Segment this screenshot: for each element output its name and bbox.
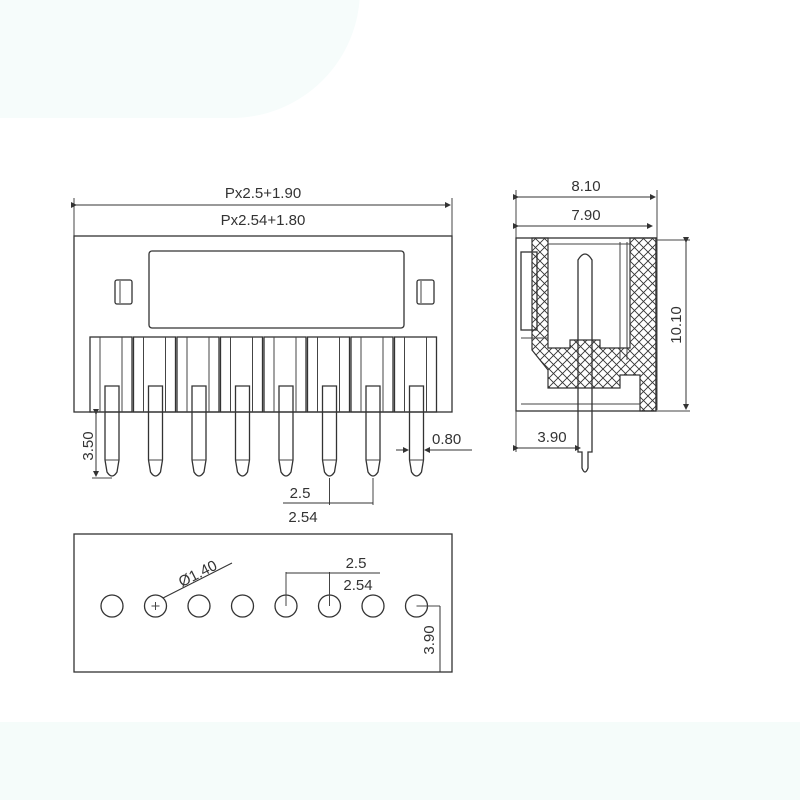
side-pin	[577, 253, 593, 473]
row-offset-label: 3.90	[421, 625, 438, 654]
pcb-pitch-dimension: 2.5 2.54	[285, 555, 380, 606]
latch-right	[416, 279, 435, 305]
hole-diameter-dimension: Ø1.40	[162, 557, 233, 599]
pcb-pitch-label-2: 2.54	[343, 577, 372, 594]
overall-width-dimension: Px2.5+1.90 Px2.54+1.80	[71, 185, 453, 236]
pin-slots	[89, 336, 438, 413]
front-view: Px2.5+1.90 Px2.54+1.80	[71, 185, 472, 526]
pin-offset-label: 3.90	[537, 429, 566, 446]
pcb-pitch-label-1: 2.5	[346, 555, 367, 572]
depth-label-2: 7.90	[571, 207, 600, 224]
pin-length-label: 3.50	[80, 431, 97, 460]
height-label: 10.10	[668, 306, 685, 344]
pcb-outline	[73, 533, 453, 673]
pcb-layout-view: Ø1.40 2.5 2.54 3.90	[73, 533, 453, 673]
pcb-holes	[100, 594, 429, 618]
pins	[104, 385, 425, 477]
overall-width-label-2: Px2.54+1.80	[221, 212, 306, 229]
background-tint-top	[0, 0, 360, 118]
depth-label-1: 8.10	[571, 178, 600, 195]
row-offset-dimension: 3.90	[416, 605, 441, 672]
pitch-label-1: 2.5	[290, 485, 311, 502]
pin-width-dimension: 0.80	[396, 431, 472, 453]
background-tint-bottom	[0, 722, 800, 800]
pitch-label-2: 2.54	[288, 509, 317, 526]
overall-width-label-1: Px2.5+1.90	[225, 185, 301, 202]
pin-offset-dimension: 3.90	[513, 411, 581, 452]
height-dimension: 10.10	[656, 237, 690, 412]
top-window	[148, 250, 405, 329]
hole-diameter-label: Ø1.40	[176, 557, 220, 591]
depth-dimension: 8.10 7.90	[513, 178, 658, 410]
side-view: 8.10 7.90 10.10 3.90	[513, 178, 690, 473]
pin-pitch-dimension: 2.5 2.54	[283, 478, 374, 526]
pin-length-dimension: 3.50	[80, 409, 112, 479]
pin-width-label: 0.80	[432, 431, 461, 448]
latch-left	[114, 279, 133, 305]
